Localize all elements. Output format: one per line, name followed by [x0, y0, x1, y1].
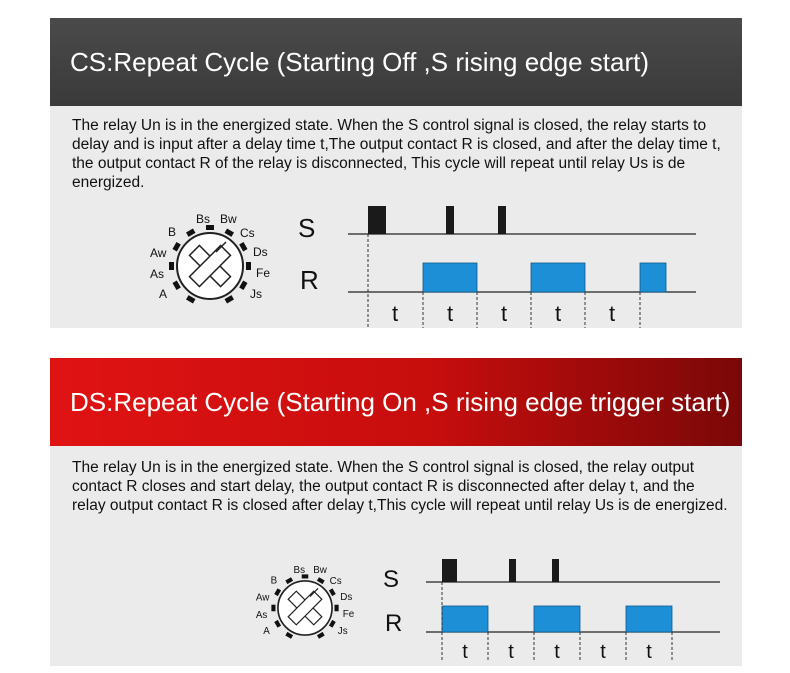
- section-title: DS:Repeat Cycle (Starting On ,S rising e…: [70, 386, 731, 417]
- s-pulse: [446, 206, 454, 234]
- dial-label: Bs: [294, 565, 306, 576]
- interval-label: t: [501, 301, 507, 326]
- dial-label: A: [263, 626, 270, 637]
- dial-label: Bw: [313, 565, 328, 576]
- r-pulse: [625, 605, 673, 633]
- signal-r-label: R: [385, 610, 402, 637]
- signal-s-label: S: [383, 566, 399, 593]
- interval-label: t: [646, 641, 652, 663]
- s-pulse: [498, 206, 506, 234]
- dial-arrow-icon: [215, 241, 227, 253]
- signal-r-label: R: [300, 265, 319, 295]
- dial-label: Fe: [343, 609, 355, 620]
- section-title: CS:Repeat Cycle (Starting Off ,S rising …: [70, 46, 649, 77]
- dial-label: Bs: [196, 212, 210, 226]
- section-body: The relay Un is in the energized state. …: [50, 106, 742, 328]
- interval-dividers: [441, 582, 673, 662]
- dial-label: Js: [250, 287, 262, 301]
- interval-dividers: [367, 234, 641, 328]
- interval-label: t: [600, 641, 606, 663]
- dial-label: Js: [338, 626, 348, 637]
- dial-label: As: [150, 267, 164, 281]
- r-pulse: [639, 262, 667, 293]
- dial-label: As: [256, 610, 268, 621]
- s-pulse: [442, 559, 457, 582]
- interval-label: t: [555, 301, 561, 326]
- interval-label: t: [609, 301, 615, 326]
- interval-label: t: [447, 301, 453, 326]
- dial-label: A: [159, 287, 167, 301]
- r-pulse: [422, 262, 478, 293]
- dial-cross-icon: [287, 590, 323, 626]
- r-pulse: [530, 262, 586, 293]
- timing-diagram-ds: B Bs Bw Cs Aw Ds As Fe A Js S R: [256, 559, 720, 663]
- dial-label: B: [168, 225, 176, 239]
- dial-label: Bw: [220, 212, 237, 226]
- interval-label: t: [554, 641, 560, 663]
- dial-label: Fe: [256, 266, 270, 280]
- timing-diagram-cs: B Bs Bw Cs Aw Ds As Fe A Js S R: [150, 206, 696, 328]
- dial-label: Aw: [150, 246, 167, 260]
- dial-ticks: [169, 225, 251, 304]
- dial-label: Ds: [253, 245, 268, 259]
- section-title-bar: CS:Repeat Cycle (Starting Off ,S rising …: [50, 18, 742, 106]
- s-pulse: [509, 559, 516, 582]
- interval-label: t: [392, 301, 398, 326]
- dial-label: Cs: [240, 226, 255, 240]
- r-pulse: [533, 605, 581, 633]
- dial-ticks: [271, 574, 339, 639]
- interval-label: t: [462, 641, 468, 663]
- s-pulse: [368, 206, 386, 234]
- r-pulse: [441, 605, 489, 633]
- mode-dial: B Bs Bw Cs Aw Ds As Fe A Js: [150, 212, 270, 304]
- section-description: The relay Un is in the energized state. …: [72, 459, 728, 514]
- dial-label: Cs: [330, 576, 342, 587]
- interval-label: t: [508, 641, 514, 663]
- dial-arrow-icon: [309, 587, 319, 597]
- s-pulse: [552, 559, 559, 582]
- section-body: The relay Un is in the energized state. …: [50, 446, 742, 666]
- signal-s-label: S: [298, 213, 315, 243]
- dial-label: Ds: [340, 592, 352, 603]
- mode-dial: B Bs Bw Cs Aw Ds As Fe A Js: [256, 565, 355, 639]
- dial-label: B: [271, 575, 278, 586]
- dial-label: Aw: [256, 593, 270, 604]
- section-title-bar: DS:Repeat Cycle (Starting On ,S rising e…: [50, 358, 742, 446]
- section-description: The relay Un is in the energized state. …: [72, 117, 721, 191]
- dial-cross-icon: [188, 244, 232, 288]
